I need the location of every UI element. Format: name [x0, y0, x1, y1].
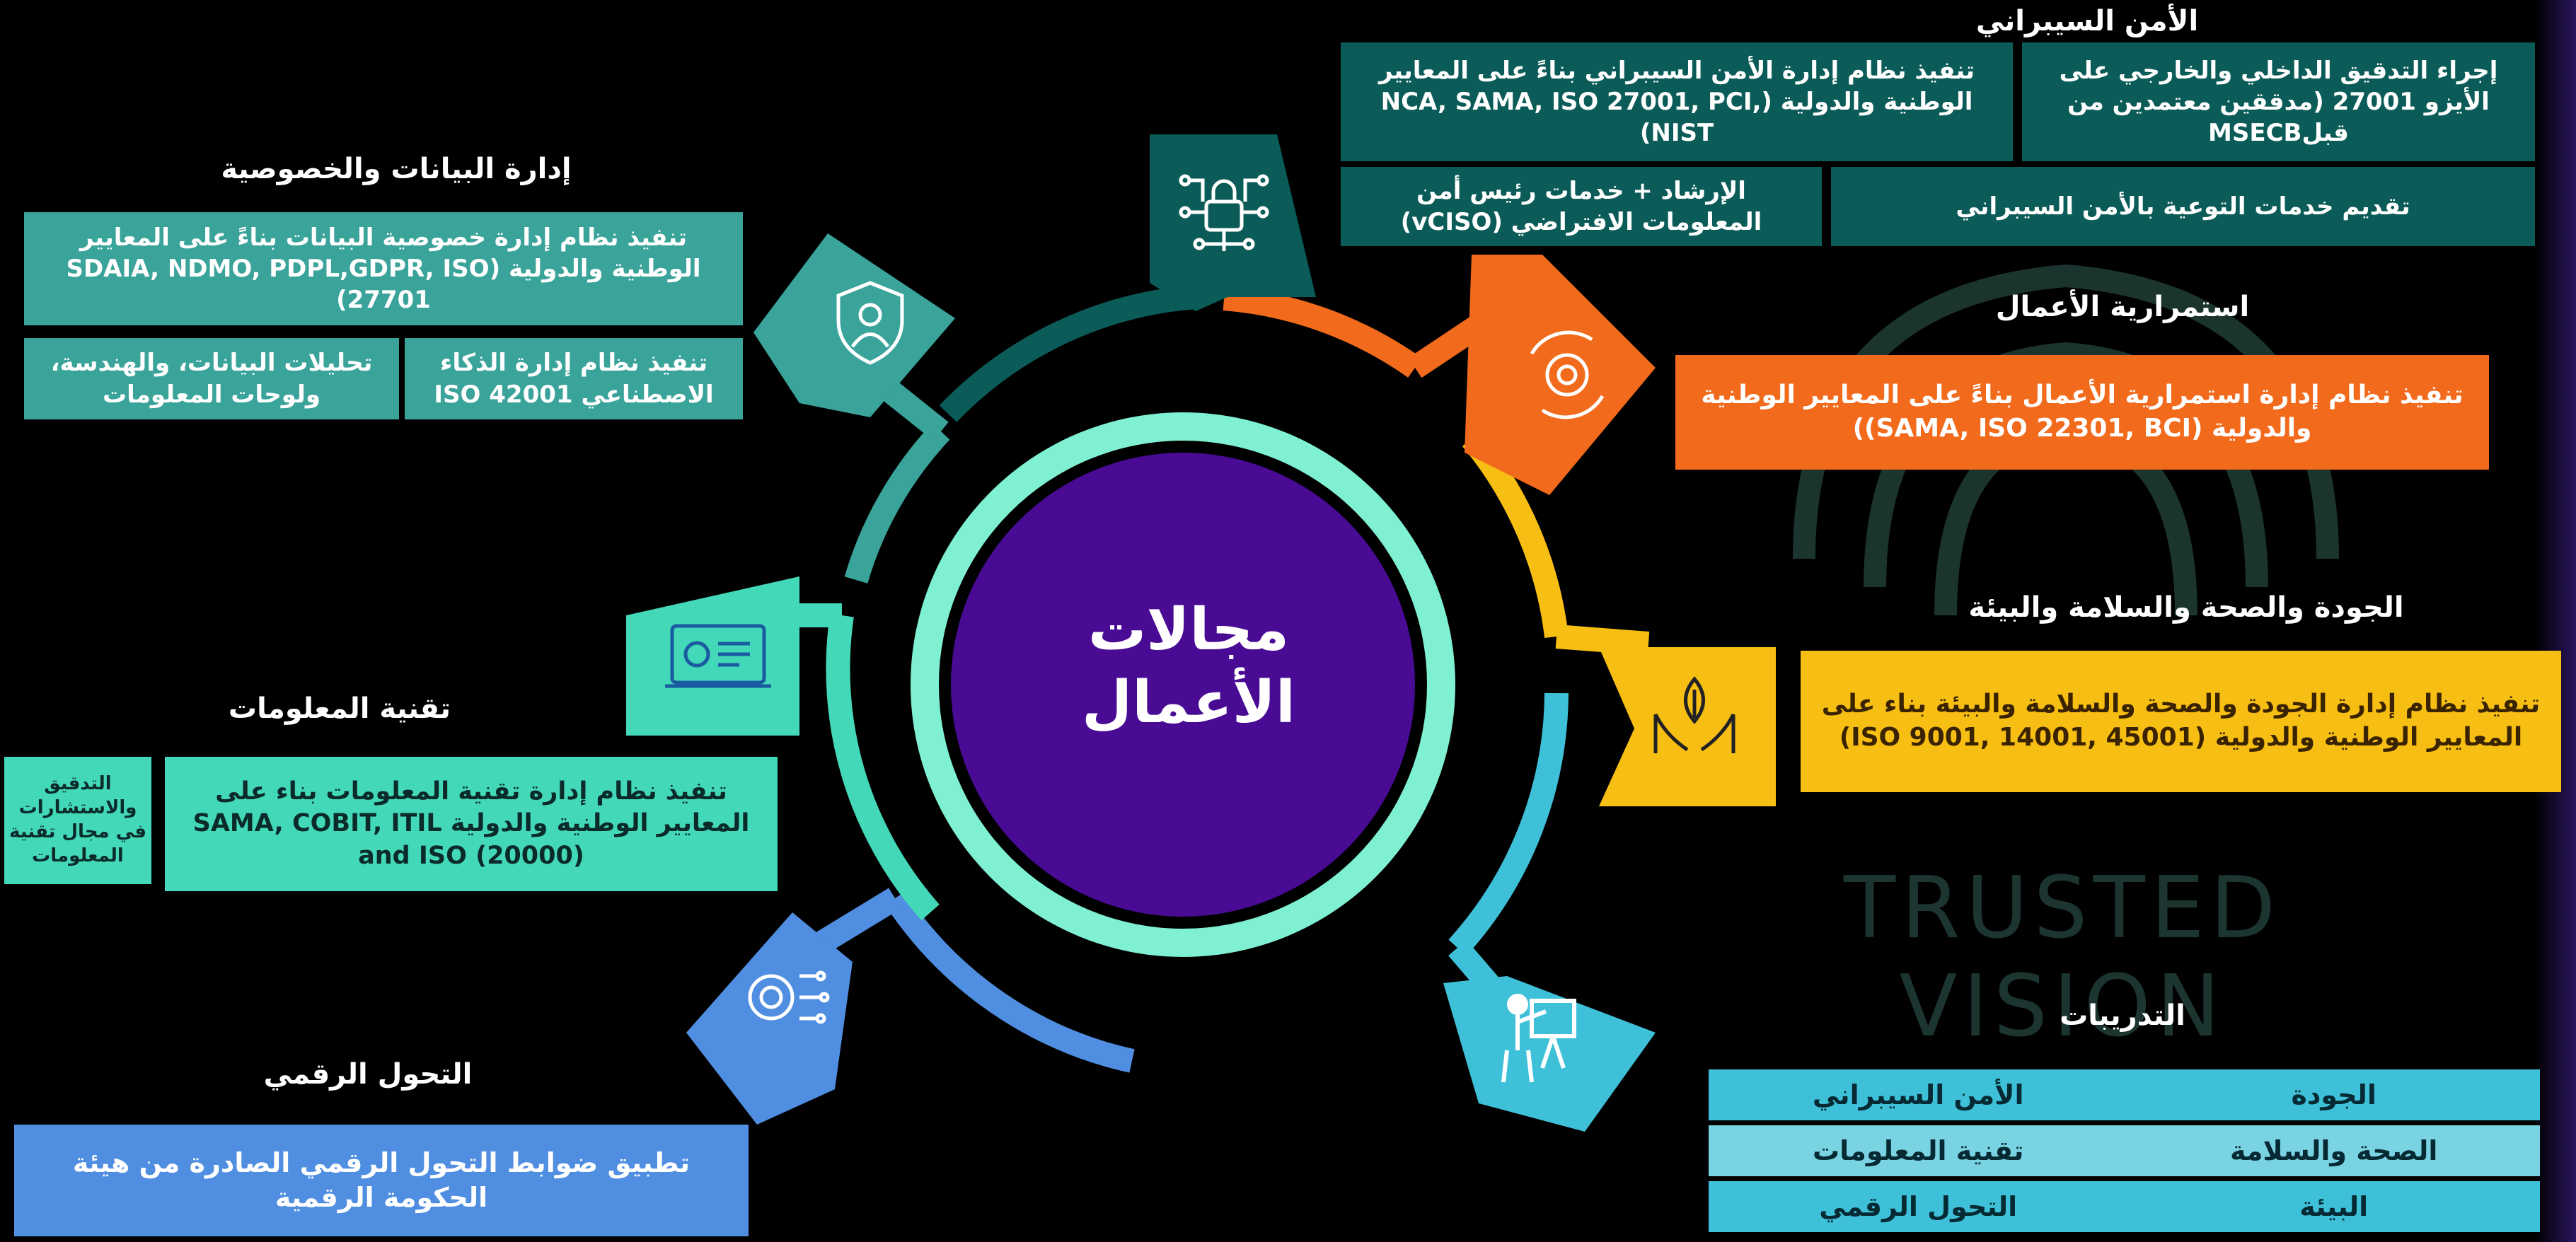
- digital-item-1: تطبيق ضوابط التحول الرقمي الصادرة من هيئ…: [14, 1125, 749, 1236]
- watermark-text: TRUSTED VISION: [1843, 859, 2282, 1056]
- training-cell: البيئة: [2127, 1181, 2540, 1232]
- tile-training: [1443, 976, 1656, 1132]
- it-title: تقنية المعلومات: [228, 692, 451, 725]
- gear-network-icon: [748, 970, 830, 1024]
- table-row: البيئة التحول الرقمي: [1709, 1181, 2540, 1232]
- center-title-line1: مجالات: [1087, 596, 1290, 663]
- arc-it: [826, 613, 940, 921]
- tile-it: [626, 576, 799, 736]
- cyber-item-3: الإرشاد + خدمات رئيس أمن المعلومات الافت…: [1341, 167, 1822, 246]
- core-disc: [951, 453, 1415, 917]
- training-cell: التحول الرقمي: [1709, 1181, 2128, 1232]
- continuity-item-1: تنفيذ نظام إدارة استمرارية الأعمال بناءً…: [1675, 355, 2489, 470]
- tile-digital: [686, 912, 853, 1125]
- data-privacy-title: إدارة البيانات والخصوصية: [221, 153, 572, 185]
- tile-cyber: [1150, 134, 1316, 311]
- table-row: الجودة الأمن السيبراني: [1709, 1069, 2540, 1120]
- arc-digital: [884, 891, 1135, 1073]
- hands-leaf-icon: [1653, 676, 1735, 753]
- it-item-1: تنفيذ نظام إدارة تقنية المعلومات بناء عل…: [165, 757, 778, 891]
- training-table: الجودة الأمن السيبراني الصحة والسلامة تق…: [1709, 1064, 2540, 1237]
- training-cell: الجودة: [2127, 1069, 2540, 1120]
- monitor-chart-icon: [665, 624, 771, 688]
- arc-continuity: [1223, 286, 1422, 378]
- training-title: التدريبات: [2060, 999, 2185, 1032]
- training-cell: تقنية المعلومات: [1709, 1125, 2128, 1176]
- cyber-item-2: إجراء التدقيق الداخلي والخارجي على الأيز…: [2022, 42, 2535, 161]
- cyber-item-4: تقديم خدمات التوعية بالأمن السيبراني: [1831, 167, 2535, 246]
- table-row: الصحة والسلامة تقنية المعلومات: [1709, 1125, 2540, 1176]
- center-title: مجالات الأعمال: [927, 594, 1450, 739]
- tile-quality: [1599, 647, 1776, 806]
- arc-data: [844, 423, 950, 584]
- continuity-title: استمرارية الأعمال: [1995, 291, 2250, 323]
- quality-item-1: تنفيذ نظام إدارة الجودة والصحة والسلامة …: [1801, 651, 2561, 792]
- right-edge-glow: [2535, 0, 2576, 1242]
- shield-user-icon: [836, 281, 904, 365]
- center-title-line2: الأعمال: [1081, 668, 1296, 736]
- tile-data: [753, 233, 955, 417]
- training-cell: الصحة والسلامة: [2127, 1125, 2540, 1176]
- arc-cyber: [939, 285, 1197, 422]
- data-privacy-item-3: تنفيذ نظام إدارة الذكاء الاصطناعي ISO 42…: [405, 338, 743, 419]
- training-cell: الأمن السيبراني: [1709, 1069, 2128, 1120]
- data-privacy-item-2: تحليلات البيانات، والهندسة، ولوحات المعل…: [24, 338, 399, 419]
- tile-continuity: [1465, 255, 1656, 495]
- digital-title: التحول الرقمي: [263, 1058, 473, 1091]
- data-privacy-item-1: تنفيذ نظام إدارة خصوصية البيانات بناءً ع…: [24, 212, 743, 325]
- circuit-lock-icon: [1179, 174, 1269, 251]
- gear-cycle-icon: [1530, 330, 1605, 419]
- cyber-item-1: تنفيذ نظام إدارة الأمن السيبراني بناءً ع…: [1341, 42, 2013, 161]
- quality-title: الجودة والصحة والسلامة والبيئة: [1968, 591, 2404, 624]
- presenter-icon: [1501, 994, 1576, 1083]
- outer-arcs: [826, 285, 1569, 1073]
- cyber-title: الأمن السيبراني: [1975, 5, 2199, 37]
- arc-training: [1448, 692, 1569, 956]
- it-item-2: التدقيق والاستشارات في مجال تقنية المعلو…: [4, 757, 151, 884]
